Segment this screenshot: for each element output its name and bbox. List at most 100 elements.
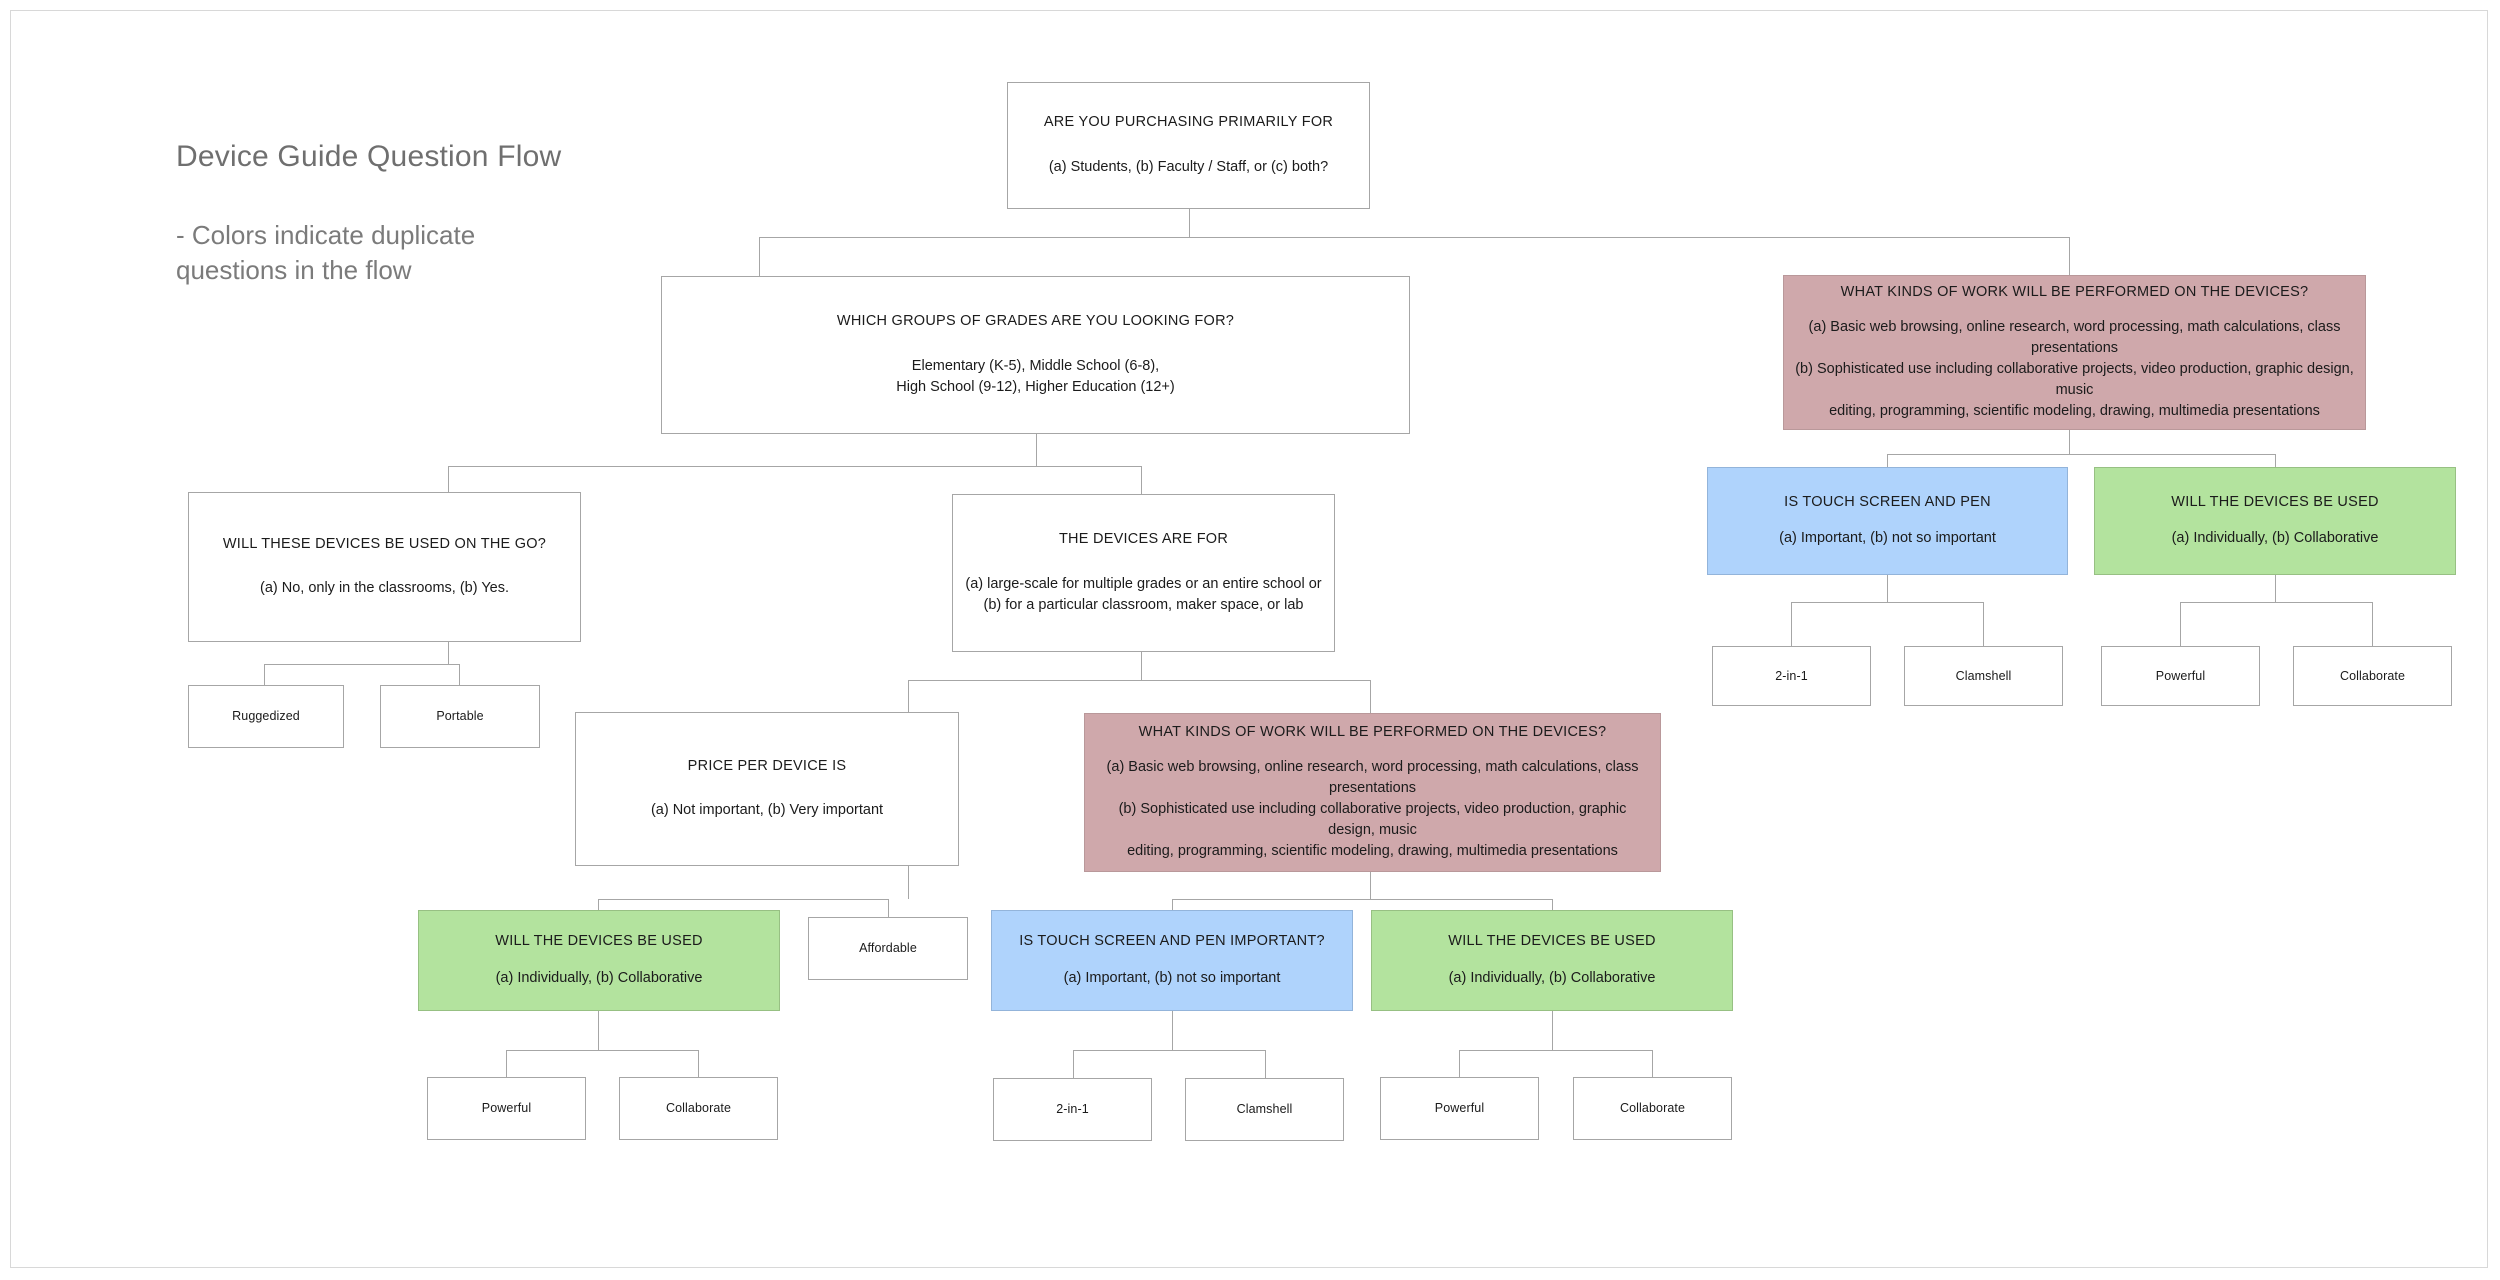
leaf-label: Portable — [436, 709, 484, 724]
connector-to-collaborate-right — [2372, 602, 2373, 646]
node-question: PRICE PER DEVICE IS — [687, 757, 847, 774]
node-answers: (a) Students, (b) Faculty / Staff, or (c… — [1048, 158, 1329, 175]
connector-to-collaborate-center — [1652, 1050, 1653, 1077]
leaf-collaborate-right[interactable]: Collaborate — [2293, 646, 2452, 706]
connector-usedcenter-bar — [1459, 1050, 1652, 1051]
connector-to-onthego — [448, 466, 449, 492]
answer-line-3: editing, programming, scientific modelin… — [1829, 402, 2320, 419]
leaf-label: Clamshell — [1236, 1102, 1293, 1117]
connector-usedcenter-down — [1552, 1011, 1553, 1050]
node-answers: (a) Important, (b) not so important — [1779, 530, 1996, 547]
node-devices-are-for[interactable]: THE DEVICES ARE FOR (a) large-scale for … — [952, 494, 1335, 652]
leaf-ruggedized[interactable]: Ruggedized — [188, 685, 344, 748]
connector-to-price — [908, 680, 909, 712]
connector-to-grades — [759, 237, 760, 276]
node-question: ARE YOU PURCHASING PRIMARILY FOR — [1043, 114, 1334, 131]
node-answers: (a) Individually, (b) Collaborative — [1448, 969, 1656, 986]
connector-touchcenter-down — [1172, 1011, 1173, 1050]
node-kinds-of-work-center[interactable]: WHAT KINDS OF WORK WILL BE PERFORMED ON … — [1084, 713, 1661, 872]
connector-grades-bar — [448, 466, 1141, 467]
connector-workright-down — [2069, 430, 2070, 454]
node-answers: (a) Basic web browsing, online research,… — [1095, 757, 1650, 862]
answer-line-1: (a) large-scale for multiple grades or a… — [965, 575, 1322, 592]
title-block: Device Guide Question Flow - Colors indi… — [176, 140, 596, 287]
connector-to-work-right — [2069, 237, 2070, 275]
answer-line-1: (a) Basic web browsing, online research,… — [1106, 758, 1639, 796]
node-kinds-of-work-right[interactable]: WHAT KINDS OF WORK WILL BE PERFORMED ON … — [1783, 275, 2366, 430]
leaf-label: Powerful — [2155, 668, 2206, 683]
node-touch-screen-pen-right[interactable]: IS TOUCH SCREEN AND PEN (a) Important, (… — [1707, 467, 2068, 575]
connector-to-powerful-right — [2180, 602, 2181, 646]
answer-line-2: (b) for a particular classroom, maker sp… — [983, 596, 1304, 613]
node-devices-used-right[interactable]: WILL THE DEVICES BE USED (a) Individuall… — [2094, 467, 2456, 575]
node-purchasing-for[interactable]: ARE YOU PURCHASING PRIMARILY FOR (a) Stu… — [1007, 82, 1370, 209]
answer-line-2: High School (9-12), Higher Education (12… — [896, 378, 1175, 395]
node-devices-used-left[interactable]: WILL THE DEVICES BE USED (a) Individuall… — [418, 910, 780, 1011]
node-question: IS TOUCH SCREEN AND PEN — [1784, 493, 1991, 510]
node-answers: (a) Individually, (b) Collaborative — [495, 969, 703, 986]
connector-to-workcenter — [1370, 680, 1371, 713]
connector-onthego-bar — [264, 664, 459, 665]
leaf-powerful-center[interactable]: Powerful — [1380, 1077, 1539, 1140]
connector-to-2in1-center — [1073, 1050, 1074, 1078]
leaf-collaborate-center[interactable]: Collaborate — [1573, 1077, 1732, 1140]
node-used-on-the-go[interactable]: WILL THESE DEVICES BE USED ON THE GO? (a… — [188, 492, 581, 642]
node-question: IS TOUCH SCREEN AND PEN IMPORTANT? — [1019, 933, 1325, 950]
answer-line-1: Elementary (K-5), Middle School (6-8), — [911, 357, 1160, 374]
leaf-portable[interactable]: Portable — [380, 685, 540, 748]
connector-grades-down — [1036, 434, 1037, 466]
leaf-label: Collaborate — [1619, 1101, 1686, 1116]
leaf-powerful-left[interactable]: Powerful — [427, 1077, 586, 1140]
connector-usedleft-down — [598, 1011, 599, 1050]
leaf-clamshell-right[interactable]: Clamshell — [1904, 646, 2063, 706]
node-question: WHICH GROUPS OF GRADES ARE YOU LOOKING F… — [836, 313, 1235, 330]
node-groups-of-grades[interactable]: WHICH GROUPS OF GRADES ARE YOU LOOKING F… — [661, 276, 1410, 434]
leaf-clamshell-center[interactable]: Clamshell — [1185, 1078, 1344, 1141]
connector-level1-bar — [759, 237, 2069, 238]
page-title: Device Guide Question Flow — [176, 140, 562, 173]
connector-workcenter-down — [1370, 872, 1371, 899]
connector-root-down — [1189, 209, 1190, 237]
connector-touchright-bar — [1791, 602, 1983, 603]
connector-usedright-down — [2275, 575, 2276, 602]
leaf-label: Ruggedized — [232, 709, 300, 724]
legend-note: - Colors indicate duplicate questions in… — [176, 220, 476, 285]
connector-to-powerful-center — [1459, 1050, 1460, 1077]
leaf-label: Powerful — [481, 1101, 532, 1116]
connector-to-portable — [459, 664, 460, 685]
connector-to-touchcenter — [1172, 899, 1173, 910]
leaf-label: 2-in-1 — [1056, 1102, 1089, 1117]
leaf-powerful-right[interactable]: Powerful — [2101, 646, 2260, 706]
leaf-label: Affordable — [859, 941, 917, 956]
connector-price-bar — [598, 899, 888, 900]
leaf-collaborate-left[interactable]: Collaborate — [619, 1077, 778, 1140]
node-question: WILL THESE DEVICES BE USED ON THE GO? — [222, 535, 547, 552]
answer-line-2: (b) Sophisticated use including collabor… — [1118, 800, 1627, 838]
node-answers: Elementary (K-5), Middle School (6-8), H… — [896, 356, 1174, 398]
node-question: WHAT KINDS OF WORK WILL BE PERFORMED ON … — [1138, 724, 1607, 741]
node-answers: (a) large-scale for multiple grades or a… — [965, 574, 1321, 616]
connector-usedright-bar — [2180, 602, 2372, 603]
connector-to-powerful-left — [506, 1050, 507, 1077]
leaf-label: Collaborate — [2339, 668, 2406, 683]
node-devices-used-center[interactable]: WILL THE DEVICES BE USED (a) Individuall… — [1371, 910, 1733, 1011]
connector-to-2in1-right — [1791, 602, 1792, 646]
leaf-label: Clamshell — [1955, 668, 2012, 683]
connector-to-clamshell-center — [1265, 1050, 1266, 1078]
leaf-2in1-center[interactable]: 2-in-1 — [993, 1078, 1152, 1141]
leaf-affordable[interactable]: Affordable — [808, 917, 968, 980]
leaf-label: 2-in-1 — [1775, 668, 1808, 683]
node-answers: (a) Not important, (b) Very important — [650, 802, 884, 819]
leaf-2in1-right[interactable]: 2-in-1 — [1712, 646, 1871, 706]
leaf-label: Collaborate — [665, 1101, 732, 1116]
connector-devicesfor-down — [1141, 652, 1142, 680]
node-answers: (a) Individually, (b) Collaborative — [2171, 530, 2379, 547]
node-question: WILL THE DEVICES BE USED — [1448, 933, 1656, 950]
connector-to-clamshell-right — [1983, 602, 1984, 646]
node-question: THE DEVICES ARE FOR — [1058, 531, 1229, 548]
connector-to-usedcenter — [1552, 899, 1553, 910]
node-price-per-device[interactable]: PRICE PER DEVICE IS (a) Not important, (… — [575, 712, 959, 866]
node-touch-screen-pen-center[interactable]: IS TOUCH SCREEN AND PEN IMPORTANT? (a) I… — [991, 910, 1353, 1011]
answer-line-3: editing, programming, scientific modelin… — [1127, 842, 1618, 859]
